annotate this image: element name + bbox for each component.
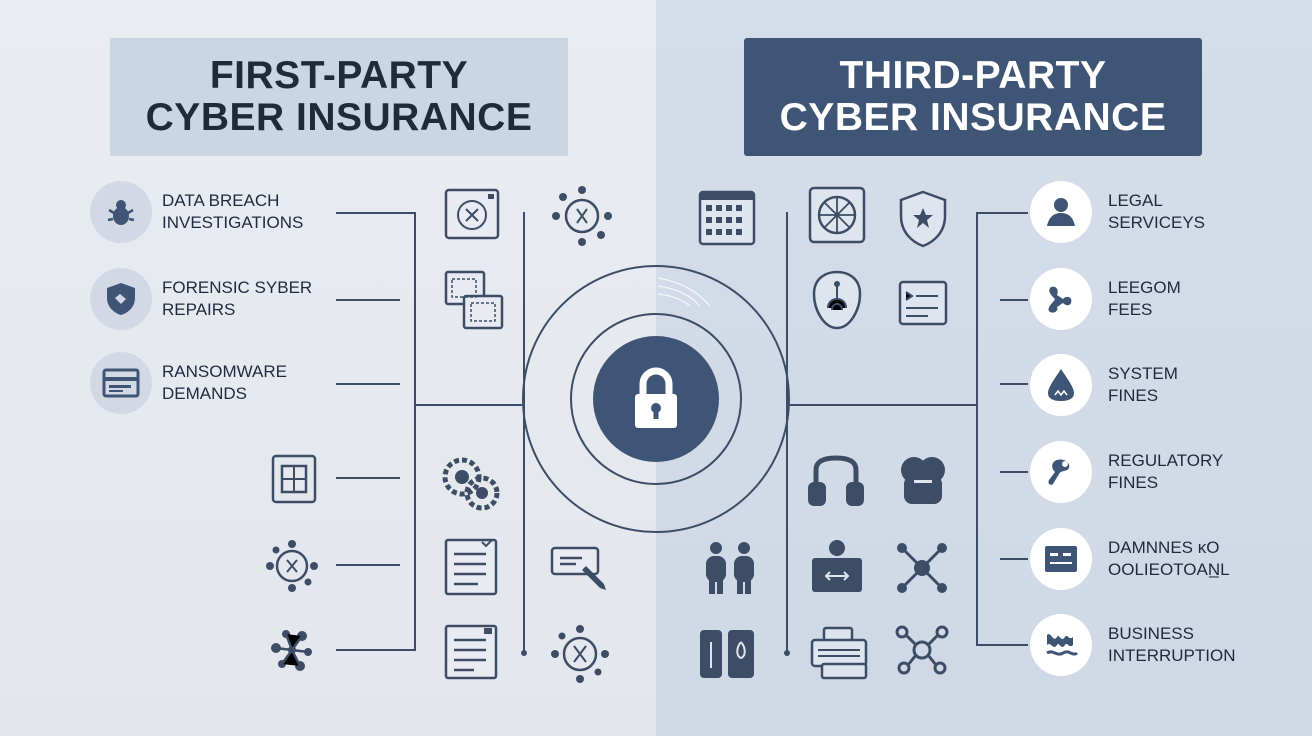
connector-line [523,212,525,652]
briefcase-user-icon [808,538,866,594]
third-party-title-line1: THIRD-PARTY [839,54,1107,97]
item-label-line2: FINES [1108,386,1159,405]
first-party-title-line1: FIRST-PARTY [209,54,469,97]
vault-icon [808,186,866,244]
document-icon [1030,528,1092,590]
central-lock [593,336,719,462]
wave-icon [1030,614,1092,676]
item-label-line2: INVESTIGATIONS [162,213,304,232]
bug-node-icon [550,624,610,684]
connector-line [336,383,400,385]
connector-line [336,649,416,651]
connector-line [976,212,978,644]
item-label-line2: OOLIEOTOAN̲L [1108,560,1230,579]
third-party-title: THIRD-PARTY CYBER INSURANCE [744,38,1202,156]
list-item: DATA BREACH INVESTIGATIONS [90,181,303,243]
item-label-line2: FEES [1108,300,1153,319]
connector-line [1000,383,1028,385]
puzzle-icon [1030,268,1092,330]
list-item: REGULATORY FINES [1030,441,1223,503]
document-list-icon [444,624,500,680]
users-icon [700,540,760,596]
item-label-line2: DEMANDS [162,384,248,403]
form-icon [898,280,948,326]
item-label-line1: BUSINESS [1108,624,1194,643]
person-icon [1030,181,1092,243]
first-party-title: FIRST-PARTY CYBER INSURANCE [110,38,568,156]
connector-dot [784,650,790,656]
item-label-line1: DATA BREACH [162,191,280,210]
list-item: SYSTEM FINES [1030,354,1178,416]
list-item: LEGAL SERVICEYS [1030,181,1205,243]
shield-icon [90,268,152,330]
calendar-icon [698,188,756,246]
frame-icon [270,453,318,505]
hub-icon [894,622,950,678]
connector-line [976,644,1028,646]
first-party-title-line2: CYBER INSURANCE [145,96,533,139]
checklist-icon [444,538,500,596]
edit-card-icon [550,544,610,594]
third-party-title-line2: CYBER INSURANCE [779,96,1167,139]
list-item: DAMNNES ĸO OOLIEOTOAN̲L [1030,528,1230,590]
network-node-icon [551,185,613,247]
pens-icon [698,628,758,680]
printer-icon [810,626,868,682]
bug-icon [90,181,152,243]
alert-icon [1030,354,1092,416]
item-label-line1: SYSTEM [1108,364,1178,383]
list-item: FORENSIC SYBER REPAIRS [90,268,312,330]
padlock-icon [635,367,677,428]
list-item: RANSOMWARE DEMANDS [90,352,287,414]
connector-dot [521,650,527,656]
fingerprint-icon [808,270,866,330]
item-label-line1: DAMNNES ĸO [1108,538,1220,557]
connector-line [790,404,976,406]
headphones-icon [806,454,866,508]
item-label-line1: REGULATORY [1108,451,1224,470]
cloud-user-icon [898,454,948,506]
scatter-icon [266,626,318,674]
security-shield-icon [898,190,948,248]
item-label-line1: RANSOMWARE [162,362,287,381]
connector-line [1000,471,1028,473]
item-label-line2: INTERRUPTION [1108,646,1236,665]
item-label-line1: FORENSIC SYBER [162,278,313,297]
list-item: BUSINESS INTERRUPTION [1030,614,1236,676]
list-item: LEEGOM FEES [1030,268,1181,330]
connector-line [786,212,788,652]
item-label-line2: SERVICEYS [1108,213,1206,232]
connector-line [336,477,400,479]
key-icon [1030,441,1092,503]
item-label-line2: FINES [1108,473,1159,492]
gears-icon [440,455,502,511]
connector-line [1000,558,1028,560]
connector-line [414,212,416,650]
lock-inner-ring [570,313,742,485]
monitor-icon [444,188,500,240]
item-label-line1: LEEGOM [1108,278,1181,297]
connector-line [336,299,400,301]
layers-icon [444,270,506,332]
item-label-line2: REPAIRS [162,300,236,319]
connector-line [336,564,400,566]
signal-arcs [657,277,711,307]
lock-outer-ring [522,265,790,533]
item-label-line1: LEGAL [1108,191,1163,210]
connector-line [976,212,1028,214]
connector-line [1000,299,1028,301]
card-icon [90,352,152,414]
connector-line [336,212,414,214]
connector-line [416,404,522,406]
network-icon [894,540,950,596]
virus-icon [266,540,318,592]
